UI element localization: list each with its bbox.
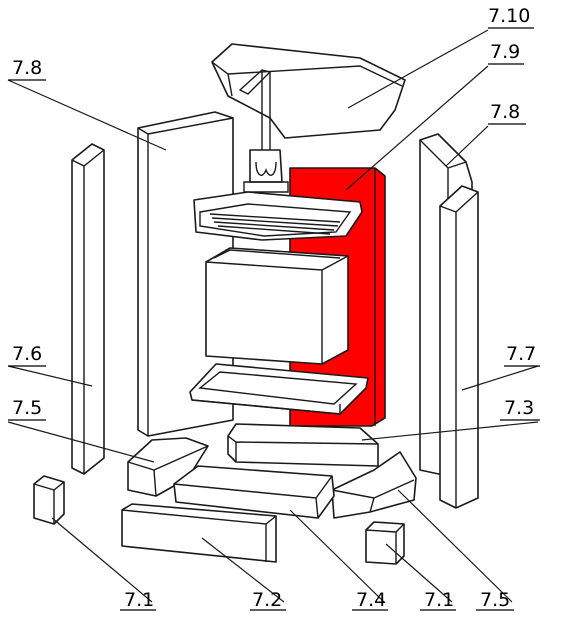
part-7-5-left-angled-brick <box>127 437 209 497</box>
label-7-8-left: 7.8 <box>12 57 42 79</box>
part-7-10-top-plate <box>211 43 406 139</box>
label-7-7: 7.7 <box>506 343 536 365</box>
label-7-3: 7.3 <box>504 397 534 419</box>
part-7-4-bottom-brick <box>173 465 335 519</box>
part-7-1-right-block <box>365 521 405 565</box>
label-7-5-left: 7.5 <box>12 397 42 419</box>
part-labels: 7.10 7.9 7.8 7.8 7.6 7.7 7.5 7.3 7.1 7.2… <box>8 5 540 611</box>
part-7-7-right-side-brick <box>439 185 479 509</box>
part-7-5-right-angled-brick <box>331 451 417 519</box>
part-7-2-front-brick <box>121 503 277 563</box>
label-7-1-left: 7.1 <box>124 589 154 611</box>
label-7-5-right: 7.5 <box>480 589 510 611</box>
part-7-6-left-side-brick <box>71 143 105 475</box>
part-7-1-left-block <box>33 475 65 525</box>
leader-lines <box>7 29 539 603</box>
label-7-9: 7.9 <box>490 41 520 63</box>
hanging-rod <box>238 69 289 193</box>
grate-tray <box>193 191 363 241</box>
part-7-3-bottom-plate <box>227 423 379 467</box>
label-7-8-right: 7.8 <box>490 101 520 123</box>
label-7-2: 7.2 <box>252 589 282 611</box>
ash-tray <box>189 363 369 415</box>
label-7-1-right: 7.1 <box>424 589 454 611</box>
combustion-box <box>205 247 349 365</box>
label-7-6: 7.6 <box>12 343 42 365</box>
label-7-10: 7.10 <box>488 5 530 27</box>
label-7-4: 7.4 <box>356 589 386 611</box>
